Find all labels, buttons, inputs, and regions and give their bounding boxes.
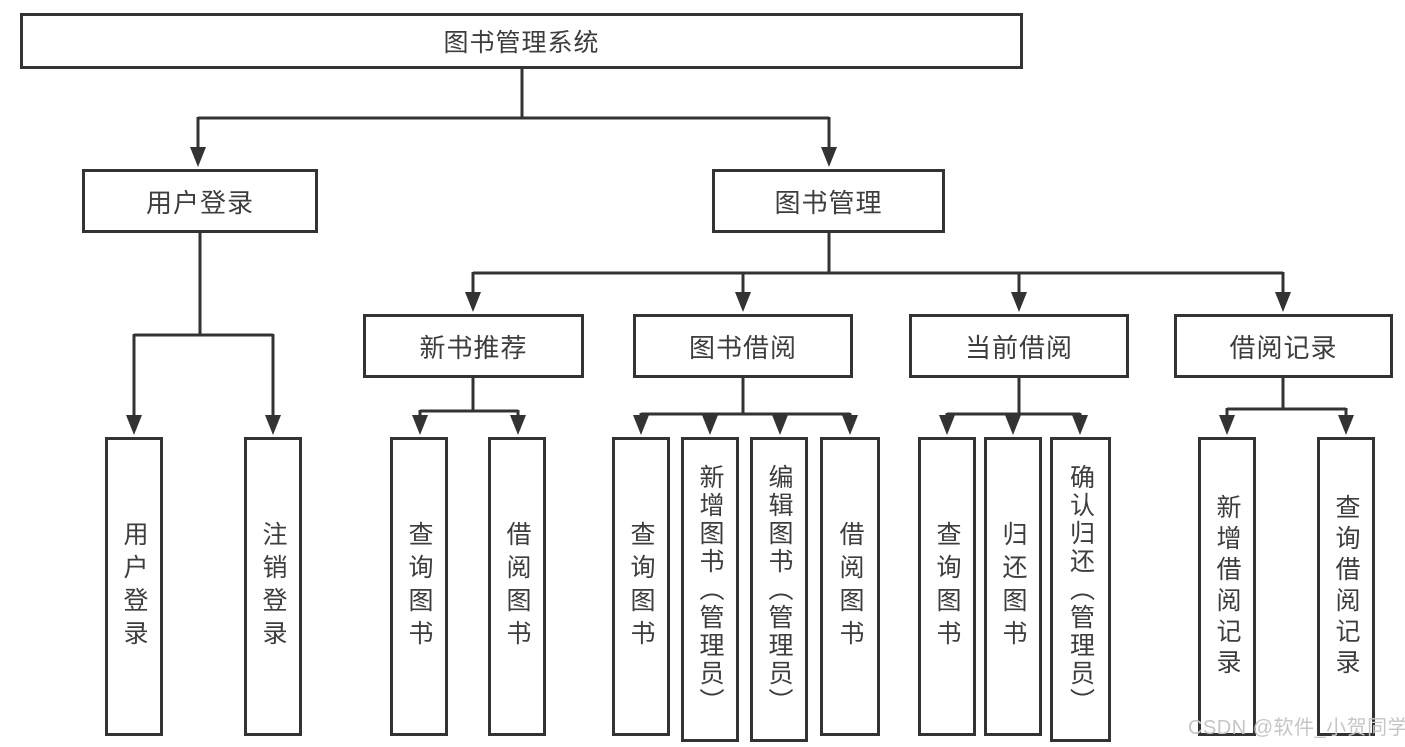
leaf-query-book-current: 查询图书	[918, 437, 976, 736]
leaf-add-book-admin: 新增图书（管理员）	[681, 437, 739, 742]
leaf-add-borrow-record: 新增借阅记录	[1198, 437, 1256, 736]
leaf-label: 注销登录	[259, 520, 287, 653]
node-library-management-system: 图书管理系统	[20, 13, 1023, 69]
node-book-borrow: 图书借阅	[633, 314, 853, 378]
node-label: 当前借阅	[964, 332, 1073, 363]
leaf-label: 查询图书	[933, 520, 961, 653]
leaf-label: 用户登录	[120, 520, 148, 653]
node-label: 新书推荐	[419, 332, 528, 363]
leaf-label: 借阅图书	[836, 520, 864, 653]
leaf-return-book: 归还图书	[984, 437, 1042, 736]
leaf-label: 新增借阅记录	[1213, 493, 1241, 680]
node-new-book-recommend: 新书推荐	[363, 314, 584, 378]
leaf-label: 新增图书（管理员）	[696, 463, 724, 716]
node-label: 图书管理	[774, 187, 883, 218]
node-borrow-records: 借阅记录	[1174, 314, 1393, 378]
leaf-confirm-return-admin: 确认归还（管理员）	[1050, 437, 1111, 742]
node-current-borrow: 当前借阅	[909, 314, 1129, 378]
leaf-borrow-book-borrow: 借阅图书	[820, 437, 880, 736]
leaf-label: 查询借阅记录	[1332, 493, 1360, 680]
leaf-label: 归还图书	[999, 520, 1027, 653]
leaf-edit-book-admin: 编辑图书（管理员）	[750, 437, 808, 742]
node-label: 用户登录	[145, 187, 254, 218]
leaf-query-book-newbook: 查询图书	[390, 437, 448, 736]
leaf-query-book-borrow: 查询图书	[612, 437, 670, 736]
node-user-login: 用户登录	[82, 169, 318, 233]
csdn-watermark: CSDN @软件_小贺同学	[1188, 717, 1405, 739]
node-book-management: 图书管理	[712, 169, 945, 233]
leaf-label: 确认归还（管理员）	[1066, 463, 1095, 716]
leaf-label: 编辑图书（管理员）	[765, 463, 793, 716]
node-label: 借阅记录	[1229, 332, 1338, 363]
leaf-label: 借阅图书	[503, 520, 531, 653]
leaf-logout: 注销登录	[244, 437, 302, 736]
leaf-query-borrow-record: 查询借阅记录	[1317, 437, 1375, 736]
leaf-label: 查询图书	[405, 520, 433, 653]
leaf-borrow-book-newbook: 借阅图书	[488, 437, 546, 736]
node-label: 图书管理系统	[443, 29, 600, 57]
node-label: 图书借阅	[688, 332, 797, 363]
leaf-label: 查询图书	[627, 520, 655, 653]
leaf-user-login: 用户登录	[105, 437, 163, 736]
